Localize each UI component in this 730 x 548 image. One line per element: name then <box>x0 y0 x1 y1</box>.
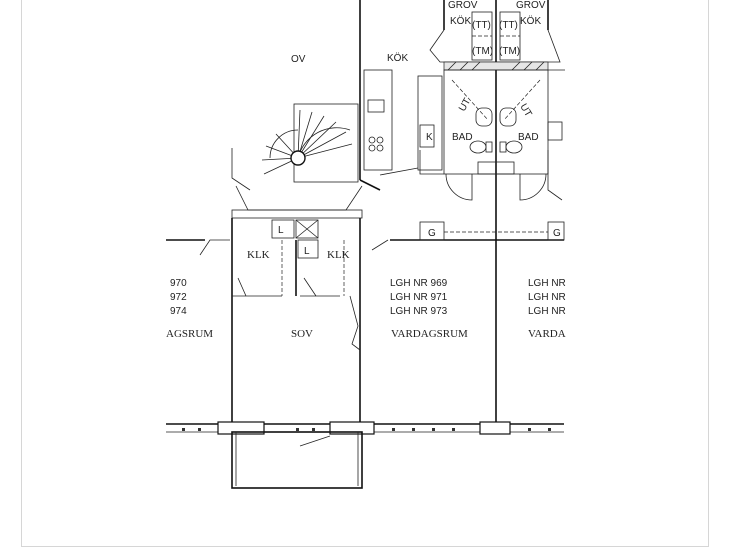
apt-right-1: LGH NR <box>528 278 566 289</box>
landing-outline <box>235 185 363 211</box>
label-g-right: G <box>553 228 561 239</box>
stair-box <box>293 103 359 183</box>
closet-l-right <box>297 239 319 259</box>
bathroom-door-left <box>445 173 473 201</box>
label-ut-right: UT <box>517 102 533 119</box>
label-sov-top: OV <box>291 54 306 65</box>
label-klk-left: KLK <box>247 249 270 261</box>
hatched-wall <box>443 61 549 71</box>
kitchen-counter-right <box>417 75 443 171</box>
closet-l-left <box>271 219 295 239</box>
label-kok-left: KÖK <box>450 15 471 27</box>
apt-right-3: LGH NR <box>528 306 566 317</box>
apt-mid-1: LGH NR 969 <box>390 278 448 289</box>
window-right <box>479 421 511 435</box>
label-k: K <box>426 132 433 143</box>
apt-left-2: 972 <box>170 292 187 303</box>
kitchen-counter <box>363 69 393 171</box>
label-grov-right-1: GROV <box>516 0 546 11</box>
label-bad-left: BAD <box>452 132 473 143</box>
apt-left-1: 970 <box>170 278 187 289</box>
label-tt-right: (TT) <box>499 20 518 31</box>
window-left <box>217 421 265 435</box>
viewer-frame <box>21 0 709 547</box>
apt-left-3: 974 <box>170 306 187 317</box>
label-l-left: L <box>278 225 284 236</box>
window-mid <box>329 421 375 435</box>
apt-right-2: LGH NR <box>528 292 566 303</box>
label-sov: SOV <box>291 328 313 340</box>
label-tm-right: (TM) <box>499 46 520 57</box>
label-grov-left-1: GROV <box>448 0 478 11</box>
bathroom-door-right <box>519 173 547 201</box>
label-bad-right: BAD <box>518 132 539 143</box>
label-vardagsrum-mid: VARDAGSRUM <box>391 328 468 340</box>
balcony <box>231 431 363 489</box>
label-tm-left: (TM) <box>472 46 493 57</box>
label-ut-left: UT <box>457 96 473 113</box>
label-vardagsrum-right: VARDA <box>528 328 566 340</box>
label-kok-right: KÖK <box>520 15 541 27</box>
apt-mid-2: LGH NR 971 <box>390 292 448 303</box>
grov-wall-outline <box>429 29 561 63</box>
label-klk-right: KLK <box>327 249 350 261</box>
label-g-left: G <box>428 228 436 239</box>
balcony-door <box>299 435 331 447</box>
label-vardagsrum-left: AGSRUM <box>166 328 213 340</box>
label-kok: KÖK <box>387 52 408 64</box>
label-l-right: L <box>304 246 310 257</box>
label-tt-left: (TT) <box>472 20 491 31</box>
stair-core <box>290 150 306 166</box>
apt-mid-3: LGH NR 973 <box>390 306 448 317</box>
